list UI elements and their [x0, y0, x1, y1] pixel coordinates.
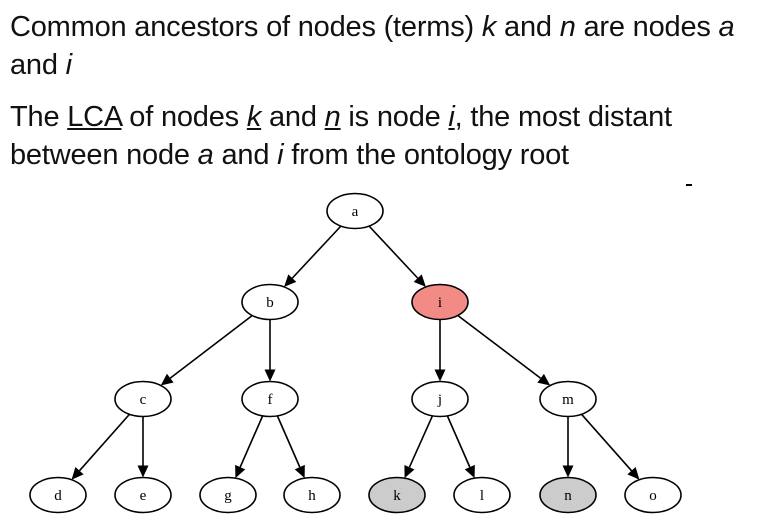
p2-run-9: a [197, 139, 214, 171]
node-i: i [411, 283, 469, 321]
p2-run-10: and [213, 139, 278, 171]
p2-run-2: of nodes [121, 101, 247, 133]
node-b-label: b [266, 295, 274, 311]
node-h-label: h [308, 488, 316, 504]
arrowhead-j-k [404, 464, 415, 479]
arrowhead-c-d [71, 467, 84, 480]
p2-run-8: , the most distant between node [10, 101, 672, 171]
node-g-label: g [224, 488, 232, 504]
arrowhead-b-c [160, 373, 174, 386]
arrowhead-c-e [137, 465, 149, 478]
p2-run-6: is node [340, 101, 449, 133]
p1-run-7: i [65, 49, 72, 81]
node-n-label: n [564, 488, 572, 504]
p1-run-0: Common ancestors of nodes (terms) [10, 11, 482, 43]
edge-j-k [408, 415, 434, 468]
edge-b-c [169, 314, 253, 379]
arrowhead-f-h [294, 464, 305, 479]
lca-definition-statement: The LCA of nodes k and n is node i, the … [10, 98, 758, 174]
arrowhead-i-m [537, 373, 551, 386]
edge-a-i [368, 225, 419, 279]
node-m: m [539, 380, 597, 418]
node-g-ellipse [199, 476, 257, 514]
node-o: o [624, 476, 682, 514]
p1-run-4: are nodes [575, 11, 719, 43]
arrowhead-i-j [434, 369, 446, 382]
node-b-ellipse [241, 283, 299, 321]
p1-run-2: and [496, 11, 560, 43]
common-ancestors-statement: Common ancestors of nodes (terms) k and … [10, 8, 750, 84]
edge-f-h [276, 415, 301, 468]
p1-run-3: n [559, 11, 576, 43]
p2-run-7: i [448, 101, 455, 133]
node-e: e [114, 476, 172, 514]
node-e-ellipse [114, 476, 172, 514]
node-n-ellipse [539, 476, 597, 514]
node-a-ellipse [326, 192, 384, 230]
node-k-label: k [393, 488, 401, 504]
node-k: k [368, 476, 426, 514]
p2-run-1: LCA [67, 101, 122, 133]
arrowhead-m-o [627, 467, 640, 480]
node-i-label: i [438, 295, 442, 311]
p2-run-0: The [10, 101, 68, 133]
p2-run-4: and [261, 101, 325, 133]
node-g: g [199, 476, 257, 514]
arrowhead-a-i [413, 274, 426, 287]
node-n: n [539, 476, 597, 514]
node-h: h [283, 476, 341, 514]
p1-run-5: a [718, 11, 735, 43]
node-o-label: o [649, 488, 657, 504]
edge-a-b [291, 225, 342, 279]
edge-f-g [239, 415, 264, 468]
p1-run-1: k [481, 11, 497, 43]
node-c-label: c [140, 392, 147, 408]
node-f-label: f [268, 392, 273, 408]
node-c-ellipse [114, 380, 172, 418]
edge-j-l [446, 415, 471, 468]
node-a: a [326, 192, 384, 230]
node-k-ellipse [368, 476, 426, 514]
arrowhead-m-n [562, 465, 574, 478]
edge-c-d [78, 413, 131, 472]
arrowhead-j-l [464, 464, 475, 479]
p2-run-11: i [277, 139, 284, 171]
tree-edges [71, 225, 640, 480]
arrowhead-a-b [284, 274, 297, 287]
node-m-label: m [562, 392, 574, 408]
node-l-ellipse [453, 476, 511, 514]
node-j-label: j [437, 392, 442, 408]
arrowhead-f-g [235, 464, 246, 479]
node-m-ellipse [539, 380, 597, 418]
node-f-ellipse [241, 380, 299, 418]
node-d-ellipse [29, 476, 87, 514]
stray-dash-mark [686, 184, 692, 186]
node-i-ellipse [411, 283, 469, 321]
node-h-ellipse [283, 476, 341, 514]
node-b: b [241, 283, 299, 321]
p2-run-12: from the ontology root [283, 139, 569, 171]
node-l: l [453, 476, 511, 514]
node-f: f [241, 380, 299, 418]
node-d-label: d [54, 488, 62, 504]
arrowhead-b-f [264, 369, 276, 382]
tree-nodes: a b i c f j m d e g h k l n o [29, 192, 682, 514]
edge-m-o [580, 413, 633, 472]
node-a-label: a [352, 204, 359, 220]
node-e-label: e [140, 488, 147, 504]
node-j-ellipse [411, 380, 469, 418]
p2-run-5: n [324, 101, 341, 133]
node-j: j [411, 380, 469, 418]
node-l-label: l [480, 488, 484, 504]
edge-i-m [457, 314, 542, 379]
p2-run-3: k [246, 101, 262, 133]
p1-run-6: and [10, 49, 66, 81]
node-c: c [114, 380, 172, 418]
node-d: d [29, 476, 87, 514]
node-o-ellipse [624, 476, 682, 514]
